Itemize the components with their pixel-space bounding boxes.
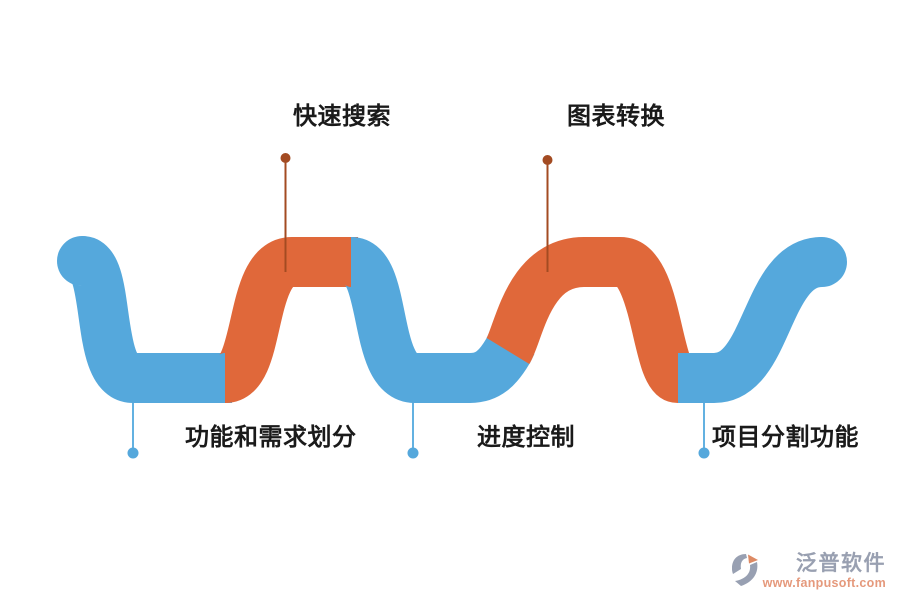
connector-dot-top-1	[280, 153, 291, 163]
fanpu-logo-icon	[731, 554, 758, 586]
stage-label-chart-conversion: 图表转换	[567, 103, 665, 130]
wave-segment-3-blue	[342, 237, 535, 403]
stage-label-function-requirement-division: 功能和需求划分	[185, 424, 357, 451]
stage-label-project-split-function: 项目分割功能	[712, 424, 859, 451]
stage-label-progress-control: 进度控制	[477, 424, 575, 451]
wave-segment-2-orange	[216, 237, 358, 403]
connector-dot-bottom-1	[127, 447, 139, 459]
connector-dot-bottom-3	[698, 447, 710, 459]
connector-dot-top-2	[542, 155, 553, 165]
wave-segment-1-blue	[69, 236, 232, 403]
brand-name: 泛普软件	[796, 552, 886, 575]
connector-dot-bottom-2	[407, 447, 419, 459]
brand-watermark: 泛普软件 www.fanpusoft.com	[730, 551, 886, 590]
wave-segment-5-blue	[678, 237, 826, 403]
wave-segment-4-orange	[485, 237, 694, 403]
brand-url: www.fanpusoft.com	[762, 576, 886, 590]
wave-end-cap	[797, 237, 847, 287]
stage-label-quick-search: 快速搜索	[293, 103, 391, 130]
